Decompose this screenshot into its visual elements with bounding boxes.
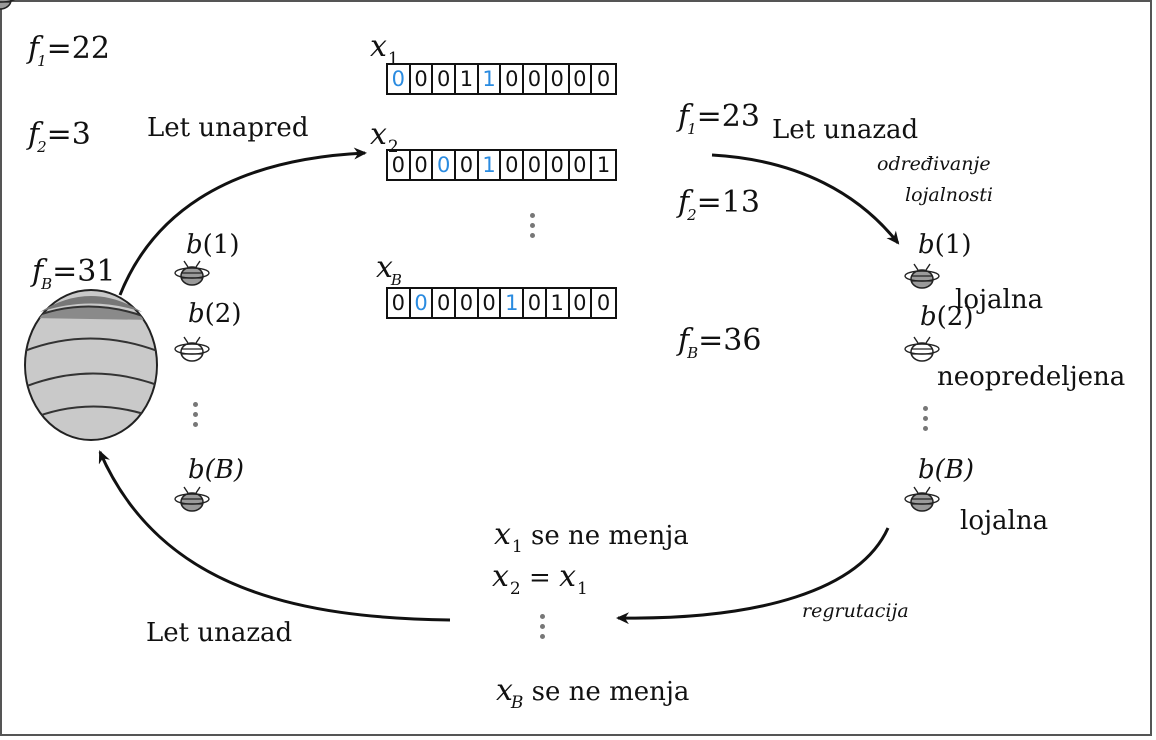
vector-bit: 0 [479,289,502,317]
vector-x2-fitness: f2=13 [678,185,760,224]
vector-bit: 0 [433,65,457,93]
vector-bit: 1 [596,153,611,177]
vector-bit: 1 [479,65,502,93]
vector-x1-name: x1 [370,29,399,69]
vector-xB-fitness: fB=36 [678,323,762,362]
vector-bit: 0 [388,151,411,179]
backward-flight-arrow-top [711,153,900,245]
vector-ellipsis [530,213,536,243]
vector-bit: 0 [433,151,457,179]
vector-bit: 0 [547,151,570,179]
vector-bit: 0 [433,289,457,317]
result-ellipsis [540,614,546,644]
bee-left-label-1: b(1) [186,230,240,260]
fitness-fB: fB=31 [32,254,116,293]
bee-icon-right-B [904,486,940,512]
backward-flight-label-bottom: Let unazad [146,618,293,648]
vector-bit: 0 [596,67,611,91]
vector-bit: 1 [501,289,525,317]
result-line-B: xB se ne menja [496,673,690,713]
bee-icon-left-2 [174,336,210,362]
bee-left-label-B: b(B) [188,455,245,485]
vector-bit: 0 [570,151,593,179]
vector-x1-fitness: f1=23 [678,99,760,138]
backward-flight-label-top: Let unazad [772,115,919,145]
vector-bit: 0 [570,289,593,317]
vector-bit: 0 [524,289,547,317]
bee-left-label-2: b(2) [188,299,242,329]
loyalty-label-line1: određivanje [877,153,991,175]
bee-icon-left-1 [174,260,210,286]
bee-left-ellipsis [193,402,199,432]
fitness-f1: f1=22 [28,31,110,70]
bee-right-label-1: b(1) [918,230,972,260]
bee-right-status-B: lojalna [960,506,1049,536]
loyalty-label-line2: lojalnosti [905,184,993,206]
vector-bit: 0 [411,151,434,179]
vector-bit: 0 [411,289,434,317]
vector-x2-name: x2 [370,117,399,157]
vector-bit: 0 [501,151,525,179]
bee-right-label-B: b(B) [918,455,975,485]
forward-flight-label: Let unapred [147,113,309,143]
vector-bit: 1 [479,151,502,179]
vector-xB-name: xB [376,250,402,289]
vector-bit: 0 [501,65,525,93]
vector-bit: 1 [456,65,479,93]
bee-right-label-2: b(2) [920,302,974,332]
result-line-2: x2 = x1 [492,559,588,599]
vector-bit: 0 [456,289,479,317]
forward-flight-arrow [118,147,367,296]
vector-bit: 0 [411,65,434,93]
bee-right-ellipsis [923,406,929,436]
bee-icon-right-2 [904,336,940,362]
fitness-f2: f2=3 [28,117,91,156]
vector-bit: 0 [524,65,547,93]
bee-right-status-1: lojalna [955,285,1044,315]
recruitment-label: regrutacija [802,600,909,622]
vector-bit: 1 [547,289,570,317]
vector-bit: 0 [596,291,611,315]
bee-icon-left-B [174,486,210,512]
bee-icon-right-1 [904,263,940,289]
recruitment-arrow [616,527,890,625]
hive-icon [24,289,158,441]
backward-flight-arrow-bottom [98,450,451,622]
vector-bit: 0 [524,151,547,179]
vector-bit: 0 [570,65,593,93]
vector-bit: 0 [456,151,479,179]
vector-bit: 0 [388,65,411,93]
bee-right-status-2: neopredeljena [937,362,1126,392]
vector-bit: 0 [388,289,411,317]
vector-bit: 0 [547,65,570,93]
result-line-1: x1 se ne menja [494,517,689,557]
